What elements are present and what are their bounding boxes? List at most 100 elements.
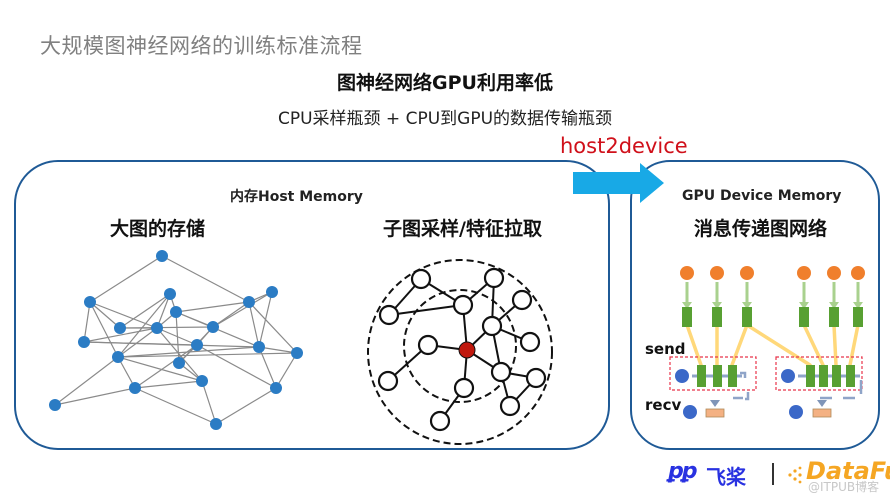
graph-node [114, 322, 126, 334]
graph-edge [248, 301, 260, 348]
graph-edge [196, 344, 277, 389]
subgraph-node [417, 334, 439, 356]
received-message-block [846, 365, 855, 387]
graph-edge [89, 301, 121, 329]
message-block [799, 307, 809, 327]
big-graph-storage-title: 大图的存储 [110, 218, 206, 240]
graph-edge [201, 380, 217, 425]
gpu-memory-panel [630, 160, 880, 450]
arrow-head [712, 302, 722, 309]
graph-node [243, 296, 255, 308]
subgraph-node [490, 361, 512, 383]
arrow-head [682, 302, 692, 309]
graph-node [170, 306, 182, 318]
arrow-head [853, 302, 863, 309]
recv-block [705, 408, 725, 418]
datafun-logo-text: DataFun [806, 457, 890, 485]
received-message-block [728, 365, 737, 387]
target-node [675, 369, 689, 383]
aggregate-arrow [832, 323, 838, 367]
graph-edge [83, 341, 260, 348]
received-message-block [713, 365, 722, 387]
graph-edge [175, 301, 250, 313]
target-node [458, 341, 476, 359]
graph-edge [258, 346, 298, 354]
message-block [829, 307, 839, 327]
graph-edge [89, 301, 119, 358]
send-buffer-box-1 [669, 356, 757, 391]
graph-edge [156, 293, 171, 329]
message-passing-figure [669, 266, 865, 419]
message-block [682, 307, 692, 327]
graph-edge [83, 327, 158, 343]
graph-edge [212, 291, 273, 328]
graph-node [78, 336, 90, 348]
graph-edge [215, 387, 277, 425]
graph-node [196, 375, 208, 387]
graph-edge [89, 255, 163, 303]
subgraph-node [499, 395, 521, 417]
graph-node [164, 288, 176, 300]
aggregate-arrow [848, 323, 860, 367]
graph-edge [258, 291, 273, 348]
source-node [710, 266, 724, 280]
queue-marker [820, 380, 863, 400]
graph-node [210, 418, 222, 430]
queue-marker [733, 392, 750, 401]
recv-label: recv [645, 396, 682, 414]
graph-edge [119, 326, 214, 329]
message-block [712, 307, 722, 327]
subgraph-node [519, 331, 541, 353]
graph-node [156, 250, 168, 262]
received-message-block [832, 365, 841, 387]
graph-edge [161, 255, 250, 303]
paddle-logo-mark: ꝑꝑ [668, 459, 697, 484]
host2device-arrow [573, 163, 664, 203]
arrow-head [799, 302, 809, 309]
host-memory-label: 内存Host Memory [230, 189, 363, 205]
subgraph-node [483, 267, 505, 289]
aggregate-arrow [745, 323, 812, 367]
subgraph-node [525, 367, 547, 389]
graph-edge [134, 380, 203, 389]
source-node [680, 266, 694, 280]
graph-node [112, 351, 124, 363]
arrow-head [742, 302, 752, 309]
subgraph-node [452, 294, 474, 316]
source-node [797, 266, 811, 280]
received-message-block [697, 365, 706, 387]
datafun-dots-icon [788, 466, 802, 484]
message-passing-title: 消息传递图网络 [694, 218, 828, 240]
arrow-head [829, 302, 839, 309]
graph-node [207, 321, 219, 333]
graph-edge [117, 356, 203, 382]
sampled-subgraph-figure [367, 259, 553, 445]
queue-marker [740, 371, 747, 378]
recv-block [812, 408, 832, 418]
subgraph-node [453, 377, 475, 399]
source-node [740, 266, 754, 280]
slide-title: 大规模图神经网络的训练标准流程 [40, 34, 363, 58]
aggregate-arrow [685, 323, 703, 367]
target-node [789, 405, 803, 419]
headline: 图神经网络GPU利用率低 [337, 72, 553, 94]
host2device-label: host2device [560, 134, 688, 158]
graph-node [49, 399, 61, 411]
subgraph-node [377, 370, 399, 392]
outer-hop-ring [367, 259, 553, 445]
subgraph-sampling-title: 子图采样/特征拉取 [383, 218, 542, 240]
graph-node [253, 341, 265, 353]
subgraph-node [410, 268, 432, 290]
graph-edge [117, 293, 171, 358]
target-node [683, 405, 697, 419]
aggregate-arrow [802, 323, 825, 367]
graph-edge [134, 387, 217, 425]
graph-node [129, 382, 141, 394]
subgraph-node [378, 304, 400, 326]
subgraph-edge [388, 304, 464, 316]
graph-edge [117, 346, 260, 358]
send-label: send [645, 340, 686, 358]
graph-edge [156, 327, 203, 382]
graph-node [266, 286, 278, 298]
graph-node [151, 322, 163, 334]
